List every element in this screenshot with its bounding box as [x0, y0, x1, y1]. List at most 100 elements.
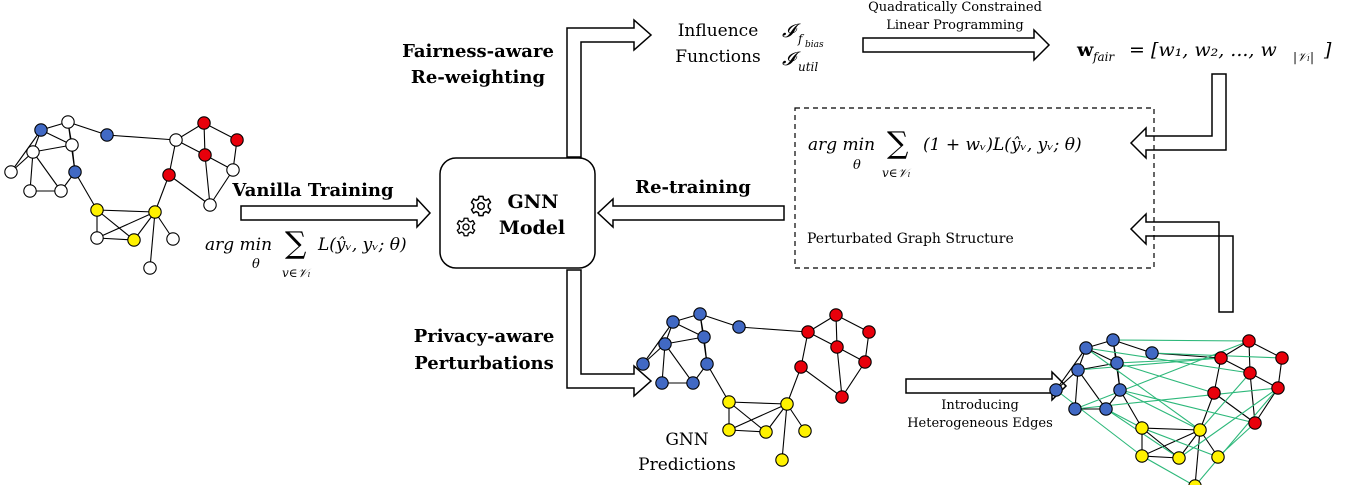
perturbed-graph-node	[1172, 451, 1186, 465]
svg-text:w: w	[1076, 39, 1094, 61]
input-graph-node	[203, 198, 217, 212]
svg-text:(1 + wᵥ)L(ŷᵥ, yᵥ; θ): (1 + wᵥ)L(ŷᵥ, yᵥ; θ)	[923, 135, 1082, 155]
predicted-graph-node	[801, 325, 815, 339]
privacy-label-2: Perturbations	[414, 353, 554, 374]
qclp-label-2: Linear Programming	[886, 18, 1024, 33]
input-graph-node	[148, 205, 162, 219]
input-graph-node	[68, 165, 82, 179]
gnn-model-box	[439, 157, 596, 269]
perturbed-graph-heterogeneous-edge	[1105, 408, 1143, 429]
perturbed-graph-edge	[1141, 427, 1201, 431]
predicted-graph-edge	[642, 321, 674, 365]
svg-text:bias: bias	[805, 40, 824, 50]
perturbed-graph-node	[1135, 449, 1149, 463]
perturbed-graph	[1049, 333, 1289, 485]
retraining-dashed-box	[794, 107, 1155, 269]
perturbed-graph-node	[1110, 356, 1124, 370]
perturbed-graph-node	[1099, 402, 1113, 416]
reweighting-arrow	[566, 18, 653, 158]
perturbed-graph-node	[1049, 383, 1063, 397]
predicted-graph-node	[835, 390, 849, 404]
influence-util-symbol: 𝓘 util	[782, 48, 818, 74]
perturbed-graph-heterogeneous-edge	[1077, 357, 1222, 371]
fairness-label-2: Re-weighting	[411, 67, 546, 88]
vanilla-training-label: Vanilla Training	[231, 180, 394, 201]
svg-text:f: f	[797, 32, 805, 46]
fairness-label-1: Fairness-aware	[402, 41, 554, 62]
svg-text:|𝒱ₗ|: |𝒱ₗ|	[1293, 50, 1314, 64]
perturbed-graph-node	[1145, 346, 1159, 360]
vanilla-training-arrow	[240, 197, 432, 229]
input-graph-node	[26, 145, 40, 159]
svg-text:arg min: arg min	[808, 135, 875, 155]
svg-text:∑: ∑	[887, 126, 909, 161]
perturbed-graph-edge	[1194, 429, 1201, 485]
predicted-graph-edge	[728, 401, 767, 433]
qclp-arrow	[862, 28, 1051, 62]
heterogeneous-edges-arrow	[905, 370, 1068, 402]
perturbed-graph-node	[1113, 383, 1127, 397]
block-arrows	[240, 18, 1234, 402]
perturbed-graph-edge	[1249, 372, 1256, 424]
perturbed-graph-edge	[1213, 392, 1256, 424]
perturbed-graph-edge	[1254, 387, 1279, 424]
influence-label-1: Influence	[678, 21, 759, 41]
perturbed-graph-heterogeneous-edge	[1178, 387, 1279, 459]
input-graph-node	[230, 133, 244, 147]
perturbed-graph-node	[1248, 416, 1262, 430]
svg-text:v∈𝒱ₗ: v∈𝒱ₗ	[282, 266, 312, 280]
predicted-graph-edge	[781, 403, 788, 461]
input-graph-node	[198, 148, 212, 162]
perturbed-graph-edge	[1141, 427, 1180, 459]
input-graph-edge	[106, 134, 177, 141]
input-graph-node	[226, 163, 240, 177]
vanilla-objective-equation: arg min θ ∑ v∈𝒱ₗ L(ŷᵥ, yᵥ; θ)	[205, 226, 407, 280]
input-graph-node	[166, 232, 180, 246]
predicted-graph	[636, 307, 876, 467]
weights-to-objective-arrow	[1129, 73, 1227, 160]
predicted-graph-node	[775, 453, 789, 467]
perturbed-graph-node	[1135, 421, 1149, 435]
perturbed-graph-node	[1068, 402, 1082, 416]
input-graph-node	[143, 261, 157, 275]
heterogeneous-label-1: Introducing	[941, 398, 1019, 413]
svg-text:util: util	[798, 60, 818, 74]
predicted-graph-node	[636, 357, 650, 371]
input-graph	[4, 115, 244, 275]
predicted-graph-edge	[800, 366, 843, 398]
predicted-graph-node	[655, 376, 669, 390]
svg-text:L(ŷᵥ, yᵥ; θ): L(ŷᵥ, yᵥ; θ)	[317, 235, 407, 255]
input-graph-node	[54, 184, 68, 198]
perturbed-graph-node	[1275, 351, 1289, 365]
perturbed-graph-heterogeneous-edge	[1195, 387, 1279, 485]
perturbed-graph-node	[1193, 423, 1207, 437]
predicted-graph-node	[780, 397, 794, 411]
input-graph-node	[162, 168, 176, 182]
predicted-graph-node	[722, 395, 736, 409]
input-graph-node	[127, 233, 141, 247]
perturbed-graph-edge	[1055, 347, 1087, 391]
input-graph-node	[169, 133, 183, 147]
predicted-graph-node	[862, 325, 876, 339]
privacy-label-1: Privacy-aware	[414, 326, 555, 347]
predicted-graph-edge	[706, 363, 730, 403]
svg-text:fair: fair	[1092, 50, 1115, 64]
predicted-graph-node	[686, 376, 700, 390]
predicted-graph-node	[697, 330, 711, 344]
input-graph-edge	[96, 209, 135, 241]
perturbed-graph-node	[1071, 363, 1085, 377]
predictions-label-2: Predictions	[638, 455, 736, 475]
predicted-graph-edge	[728, 403, 788, 431]
input-graph-edge	[32, 151, 62, 192]
heterogeneous-label-2: Heterogeneous Edges	[907, 416, 1053, 431]
perturbed-graph-edge	[1119, 389, 1143, 429]
predictions-label-1: GNN	[665, 430, 708, 450]
influence-bias-symbol: 𝓘 f bias	[782, 20, 824, 50]
perturbed-graph-node	[1211, 450, 1225, 464]
predicted-graph-node	[830, 340, 844, 354]
predicted-graph-edge	[664, 343, 694, 384]
predicted-graph-node	[794, 360, 808, 374]
input-graph-node	[100, 128, 114, 142]
input-graph-node	[61, 115, 75, 129]
